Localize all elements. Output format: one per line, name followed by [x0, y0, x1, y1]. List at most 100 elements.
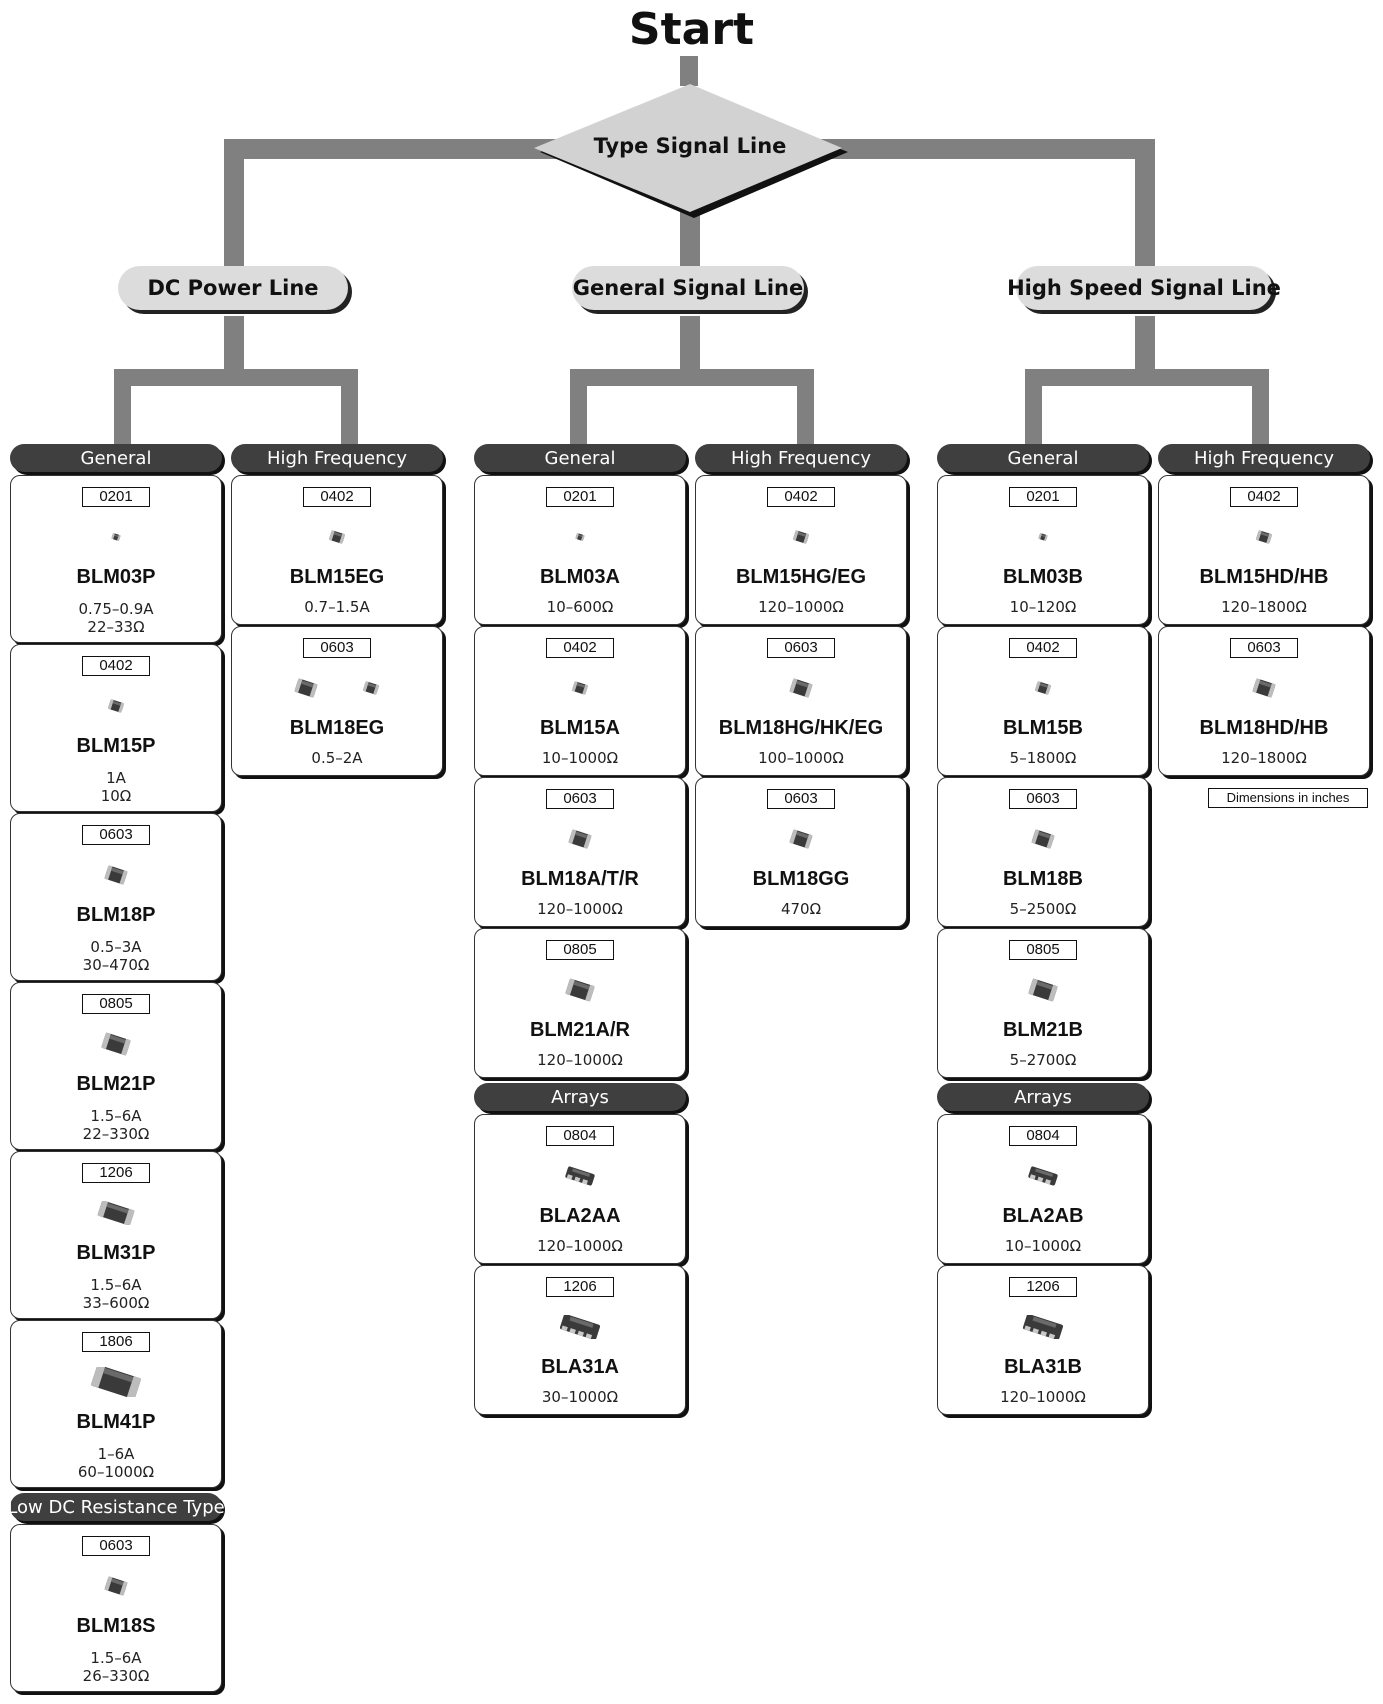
rating-text: 470Ω	[696, 900, 906, 918]
chip-ferrite-bead-icon	[789, 829, 813, 849]
chip-image	[475, 1312, 685, 1342]
column-header-high-frequency: High Frequency	[695, 444, 907, 472]
part-number: BLM21B	[1002, 1019, 1083, 1041]
rating-line: 120–1000Ω	[537, 1237, 623, 1255]
size-code-box: 0603	[1230, 638, 1298, 658]
chip-ferrite-bead-icon	[571, 681, 589, 695]
dc-power-line-node: DC Power Line	[118, 266, 348, 310]
rating-line: 120–1000Ω	[537, 1051, 623, 1069]
rating-text: 120–1000Ω	[938, 1388, 1148, 1406]
chip-image	[475, 673, 685, 703]
rating-line: 120–1000Ω	[537, 900, 623, 918]
rating-line: 22–33Ω	[87, 618, 145, 636]
part-number: BLA2AA	[539, 1205, 621, 1227]
chip-ferrite-bead-icon	[1255, 530, 1273, 544]
rating-line: 120–1000Ω	[1000, 1388, 1086, 1406]
rating-text: 100–1000Ω	[696, 749, 906, 767]
chip-ferrite-bead-icon	[362, 681, 380, 695]
chip-image	[232, 673, 442, 703]
chip-ferrite-bead-icon	[1031, 829, 1055, 849]
rating-line: 0.75–0.9A	[78, 600, 154, 618]
rating-line: 10Ω	[100, 787, 132, 805]
part-number: BLM03A	[539, 566, 620, 588]
part-number: BLA2AB	[1002, 1205, 1084, 1227]
start-label: Start	[628, 4, 755, 55]
chip-ferrite-bead-icon	[565, 978, 595, 1002]
size-code-box: 1206	[1009, 1277, 1077, 1297]
high-speed-signal-line-node: High Speed Signal Line	[1007, 266, 1281, 310]
part-number: BLM41P	[76, 1411, 156, 1433]
rating-line: 5–1800Ω	[1009, 749, 1077, 767]
rating-line: 5–2500Ω	[1009, 900, 1077, 918]
part-number: BLM21P	[76, 1073, 156, 1095]
rating-line: 120–1800Ω	[1221, 749, 1307, 767]
rating-line: 0.5–2A	[311, 749, 363, 767]
chip-ferrite-bead-icon	[90, 1367, 142, 1397]
rating-line: 1A	[106, 769, 126, 787]
chip-image	[11, 522, 221, 552]
rating-text: 120–1000Ω	[475, 1051, 685, 1069]
part-number: BLA31A	[541, 1356, 619, 1378]
rating-line: 470Ω	[780, 900, 822, 918]
size-code-box: 0603	[82, 825, 150, 845]
rating-text: 30–1000Ω	[475, 1388, 685, 1406]
rating-text: 0.5–2A	[232, 749, 442, 767]
rating-line: 33–600Ω	[82, 1294, 150, 1312]
rating-text: 10–120Ω	[938, 598, 1148, 616]
chip-ferrite-bead-icon	[565, 1166, 595, 1186]
rating-line: 100–1000Ω	[758, 749, 844, 767]
subgroup-header: Arrays	[474, 1083, 686, 1111]
column-header-general: General	[937, 444, 1149, 472]
size-code-box: 0603	[303, 638, 371, 658]
chip-image	[475, 1161, 685, 1191]
chip-image	[1159, 522, 1369, 552]
part-number: BLM18GG	[752, 868, 850, 890]
part-number: BLM31P	[76, 1242, 156, 1264]
rating-line: 60–1000Ω	[77, 1463, 155, 1481]
part-number: BLM03B	[1002, 566, 1083, 588]
rating-text: 120–1800Ω	[1159, 598, 1369, 616]
part-number: BLM15A	[539, 717, 620, 739]
size-code-box: 0603	[1009, 789, 1077, 809]
chip-image	[938, 1161, 1148, 1191]
size-code-box: 0805	[82, 994, 150, 1014]
chip-image	[11, 1367, 221, 1397]
size-code-box: 0402	[1009, 638, 1077, 658]
